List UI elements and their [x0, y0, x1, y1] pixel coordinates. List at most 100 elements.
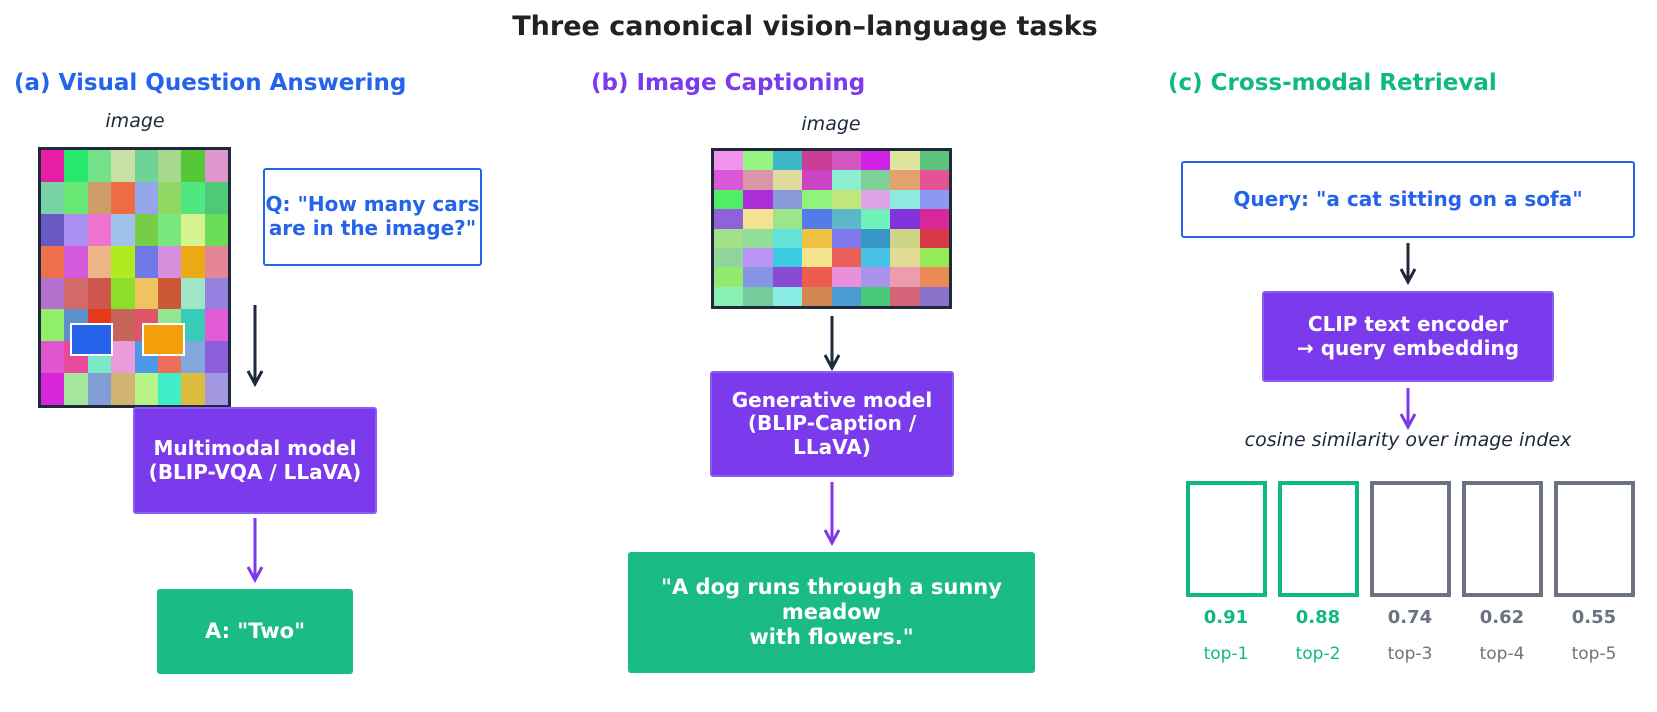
caption-image [711, 148, 952, 309]
image-tile [860, 209, 891, 229]
image-tile [772, 267, 803, 287]
image-tile [41, 245, 65, 278]
image-tile [111, 150, 135, 182]
retrieval-encoder-arrow [1399, 388, 1417, 431]
image-tile [919, 247, 949, 268]
image-tile [87, 245, 112, 278]
image-tile [181, 373, 205, 405]
image-tile [890, 247, 920, 268]
image-tile [831, 247, 861, 268]
image-tile [860, 151, 891, 171]
image-tile [64, 277, 88, 310]
image-tile [204, 245, 228, 278]
image-tile [64, 245, 88, 278]
caption-output-box: "A dog runs through a sunny meadow with … [628, 552, 1035, 673]
image-tile [743, 151, 773, 171]
image-tile [919, 267, 949, 287]
image-tile [890, 267, 920, 287]
candidate-rank: top-1 [1203, 644, 1249, 664]
image-tile [919, 286, 949, 306]
image-tile [831, 267, 861, 287]
image-tile [831, 189, 861, 210]
clip-encoder-box: CLIP text encoder → query embedding [1262, 291, 1554, 382]
image-tile [134, 245, 158, 278]
image-tile [204, 213, 228, 246]
similarity-note: cosine similarity over image index [1244, 429, 1572, 451]
image-tile [64, 150, 88, 182]
image-tile [181, 277, 205, 310]
image-tile [87, 277, 112, 310]
image-tile [743, 247, 773, 268]
vqa-image [38, 147, 231, 408]
image-tile [743, 228, 773, 248]
image-tile [802, 189, 832, 210]
image-tile [41, 277, 65, 310]
image-tile [919, 209, 949, 229]
image-tile [181, 213, 205, 246]
caption-model-box: Generative model (BLIP-Caption / LLaVA) [710, 371, 954, 477]
image-tile [157, 150, 182, 182]
candidate-image-1 [1186, 481, 1267, 597]
image-tile [831, 209, 861, 229]
image-tile [714, 286, 744, 306]
candidate-image-5 [1554, 481, 1635, 597]
image-tile [802, 247, 832, 268]
image-tile [890, 170, 920, 190]
image-tile [802, 228, 832, 248]
image-tile [802, 151, 832, 171]
image-tile [860, 247, 891, 268]
image-tile [111, 373, 135, 405]
caption-output-arrow [823, 482, 841, 547]
caption-input-arrow [823, 316, 841, 372]
image-tile [134, 150, 158, 182]
image-tile [181, 150, 205, 182]
image-tile [831, 170, 861, 190]
image-tile [919, 151, 949, 171]
image-tile [64, 213, 88, 246]
image-tile [860, 286, 891, 306]
caption-heading: (b) Image Captioning [591, 70, 866, 96]
candidate-rank: top-5 [1571, 644, 1617, 664]
image-tile [890, 189, 920, 210]
image-tile [87, 181, 112, 214]
image-tile [714, 151, 744, 171]
image-tile [134, 181, 158, 214]
image-tile [772, 209, 803, 229]
image-tile [743, 209, 773, 229]
image-tile [714, 267, 744, 287]
image-tile [134, 277, 158, 310]
candidate-image-3 [1370, 481, 1451, 597]
candidate-score: 0.88 [1295, 607, 1341, 628]
vqa-output-arrow [246, 518, 264, 584]
vqa-image-mosaic [38, 147, 231, 408]
image-tile [772, 286, 803, 306]
image-tile [87, 213, 112, 246]
image-tile [41, 309, 65, 342]
image-tile [111, 341, 135, 374]
candidate-score: 0.91 [1203, 607, 1249, 628]
image-tile [802, 209, 832, 229]
candidate-rank: top-2 [1295, 644, 1341, 664]
image-tile [134, 373, 158, 405]
image-tile [157, 277, 182, 310]
image-tile [714, 189, 744, 210]
image-tile [204, 181, 228, 214]
image-tile [64, 181, 88, 214]
image-tile [41, 373, 65, 405]
image-tile [890, 286, 920, 306]
image-tile [772, 170, 803, 190]
image-tile [831, 151, 861, 171]
image-tile [860, 228, 891, 248]
image-tile [111, 277, 135, 310]
image-tile [831, 228, 861, 248]
image-tile [772, 228, 803, 248]
candidate-image-4 [1462, 481, 1543, 597]
retrieval-query-arrow [1399, 243, 1417, 286]
caption-image-label: image [801, 113, 861, 135]
image-tile [204, 277, 228, 310]
image-tile [890, 228, 920, 248]
candidate-rank: top-3 [1387, 644, 1433, 664]
vqa-answer-box: A: "Two" [157, 589, 353, 674]
image-tile [157, 245, 182, 278]
image-tile [919, 170, 949, 190]
